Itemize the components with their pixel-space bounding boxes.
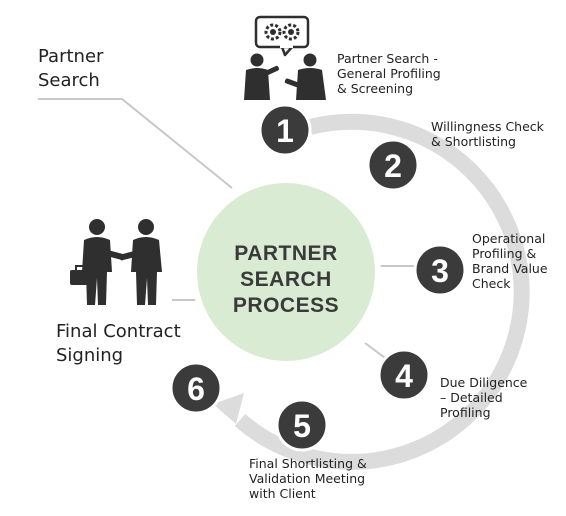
- step-2-number: 2: [384, 148, 402, 184]
- step-1-marker: 1: [258, 103, 312, 157]
- meeting-gears-icon: [244, 15, 326, 100]
- step-5-number: 5: [293, 408, 311, 444]
- step-6-marker: 6: [169, 361, 223, 415]
- step-6-number: 6: [187, 371, 205, 407]
- center-title-line-3: PROCESS: [233, 294, 339, 317]
- center-title-line-2: SEARCH: [240, 268, 332, 291]
- step-5-label: Final Shortlisting & Validation Meeting …: [249, 456, 371, 501]
- process-ring-arrowhead: [213, 393, 244, 424]
- partner-search-label: Partner Search: [38, 46, 109, 91]
- final-contract-signing-label: Final Contract Signing: [56, 321, 186, 366]
- step-4-marker: 4: [377, 348, 431, 402]
- step-5-marker: 5: [275, 398, 329, 452]
- connector-line-partner-search: [38, 98, 233, 189]
- step-1-number: 1: [276, 113, 294, 149]
- center-title-line-1: PARTNER: [234, 242, 337, 265]
- step-4-number: 4: [395, 358, 413, 394]
- process-ring-arc: [234, 113, 530, 470]
- step-2-label: Willingness Check & Shortlisting: [431, 119, 548, 149]
- step-3-marker: 3: [413, 243, 467, 297]
- step-2-marker: 2: [366, 138, 420, 192]
- step-3-label: Operational Profiling & Brand Value Chec…: [472, 231, 552, 291]
- step-3-number: 3: [431, 253, 449, 289]
- center-circle: [191, 177, 381, 367]
- step-1-label: Partner Search - General Profiling & Scr…: [337, 51, 445, 96]
- step-4-label: Due Diligence – Detailed Profiling: [440, 375, 531, 420]
- handshake-icon: [70, 219, 162, 305]
